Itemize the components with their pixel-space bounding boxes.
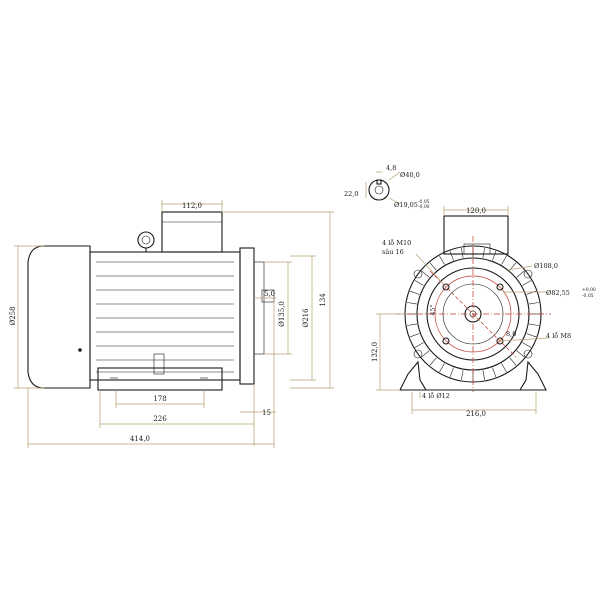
side-dimensions [14,200,334,448]
fin-line [529,302,540,305]
key-detail: 4,8 Ø40,0 22,0 Ø19,05 -0,05 -0,00 [344,164,430,210]
dim-shaft-tol-lower: -0,00 [418,204,430,210]
fin-line [414,280,424,286]
dim-spigot: 5,0 [264,290,275,298]
dim-shaft-tol-upper: -0,05 [418,199,430,205]
dim-shaft-height: 132,0 [371,342,379,362]
shaft-section [368,179,390,201]
dim-pilot: Ø82,55 [546,289,570,297]
dim-pilot-tol-upper: +0,00 [582,287,596,293]
motor-body [89,251,241,381]
label-depth: sâu 16 [382,248,404,256]
dim-angle: 45° [430,305,437,316]
dim-total-length: 414,0 [130,435,150,443]
bolt-hole [496,283,504,291]
dim-front-top-box: 120,0 [466,207,486,215]
dim-dia-frame: Ø216 [302,308,310,328]
bolt-hole [442,337,450,345]
lifting-eye [137,231,155,249]
fin-line [429,262,437,271]
dim-shaft-extra: 15 [262,409,271,417]
dim-hole-offset: 8,0 [506,330,516,338]
fin-line [482,247,485,258]
label-holes-m8: 4 lỗ M8 [546,331,571,340]
fin-line [421,270,430,278]
cooling-fins [96,261,234,373]
dim-diameter: Ø40,0 [400,171,420,179]
fin-line [409,290,420,295]
label-holes-m10: 4 lỗ M10 [382,238,411,247]
mounting-feet [97,367,223,391]
dim-bolt-circle: Ø108,0 [534,262,558,270]
fin-line [526,333,537,338]
dim-flange: Ø135,0 [278,301,286,327]
dim-pilot-tol-lower: -0,05 [582,293,594,299]
dim-shaft: Ø19,05 [394,201,418,209]
fin-line [492,250,497,261]
fin-line [492,367,497,378]
dim-key-height: 22,0 [344,190,358,198]
fin-line [509,262,517,271]
front-view: 120,0 4 lỗ M10 sâu 16 Ø108,0 Ø82,55 +0,0… [371,206,596,418]
fin-line [421,350,430,358]
dim-foot-spacing: 178 [153,395,166,403]
fin-line [482,370,485,381]
fin-line [529,323,540,326]
label-holes-foot: 4 lỗ Ø12 [422,391,450,400]
fin-line [501,255,507,265]
front-shield [239,247,255,385]
fin-line [429,357,437,366]
fin-line [414,342,424,348]
rear-end-cap [27,245,91,389]
fin-line [406,323,417,326]
fin-line [522,342,532,348]
fin-line [449,367,454,378]
keyway [376,179,382,185]
side-view: 112,0 134 Ø216 Ø258 Ø135,0 5,0 178 226 1… [9,200,334,448]
fin-line [526,290,537,295]
fin-line [501,363,507,373]
fin-line [516,270,525,278]
dim-top-box: 112,0 [182,202,202,210]
spigot [253,261,265,355]
fin-line [439,255,445,265]
dim-foot-end: 226 [153,415,167,423]
dim-foot-width: 216,0 [466,410,486,418]
shaft-end [261,289,275,303]
fin-line [406,302,417,305]
fin-line [449,250,454,261]
dim-height: 134 [319,293,327,307]
front-dimensions [376,206,549,414]
dim-key-width: 4,8 [386,164,396,172]
fin-line [439,363,445,373]
fin-line [461,247,464,258]
fin-line [509,357,517,366]
fin-line [516,350,525,358]
dim-dia-body: Ø258 [9,306,17,325]
fin-line [461,370,464,381]
terminal-box [161,211,223,253]
fin-line [522,280,532,286]
bolt-hole [442,283,450,291]
fin-line [409,333,420,338]
end-cap-dot [78,348,82,352]
